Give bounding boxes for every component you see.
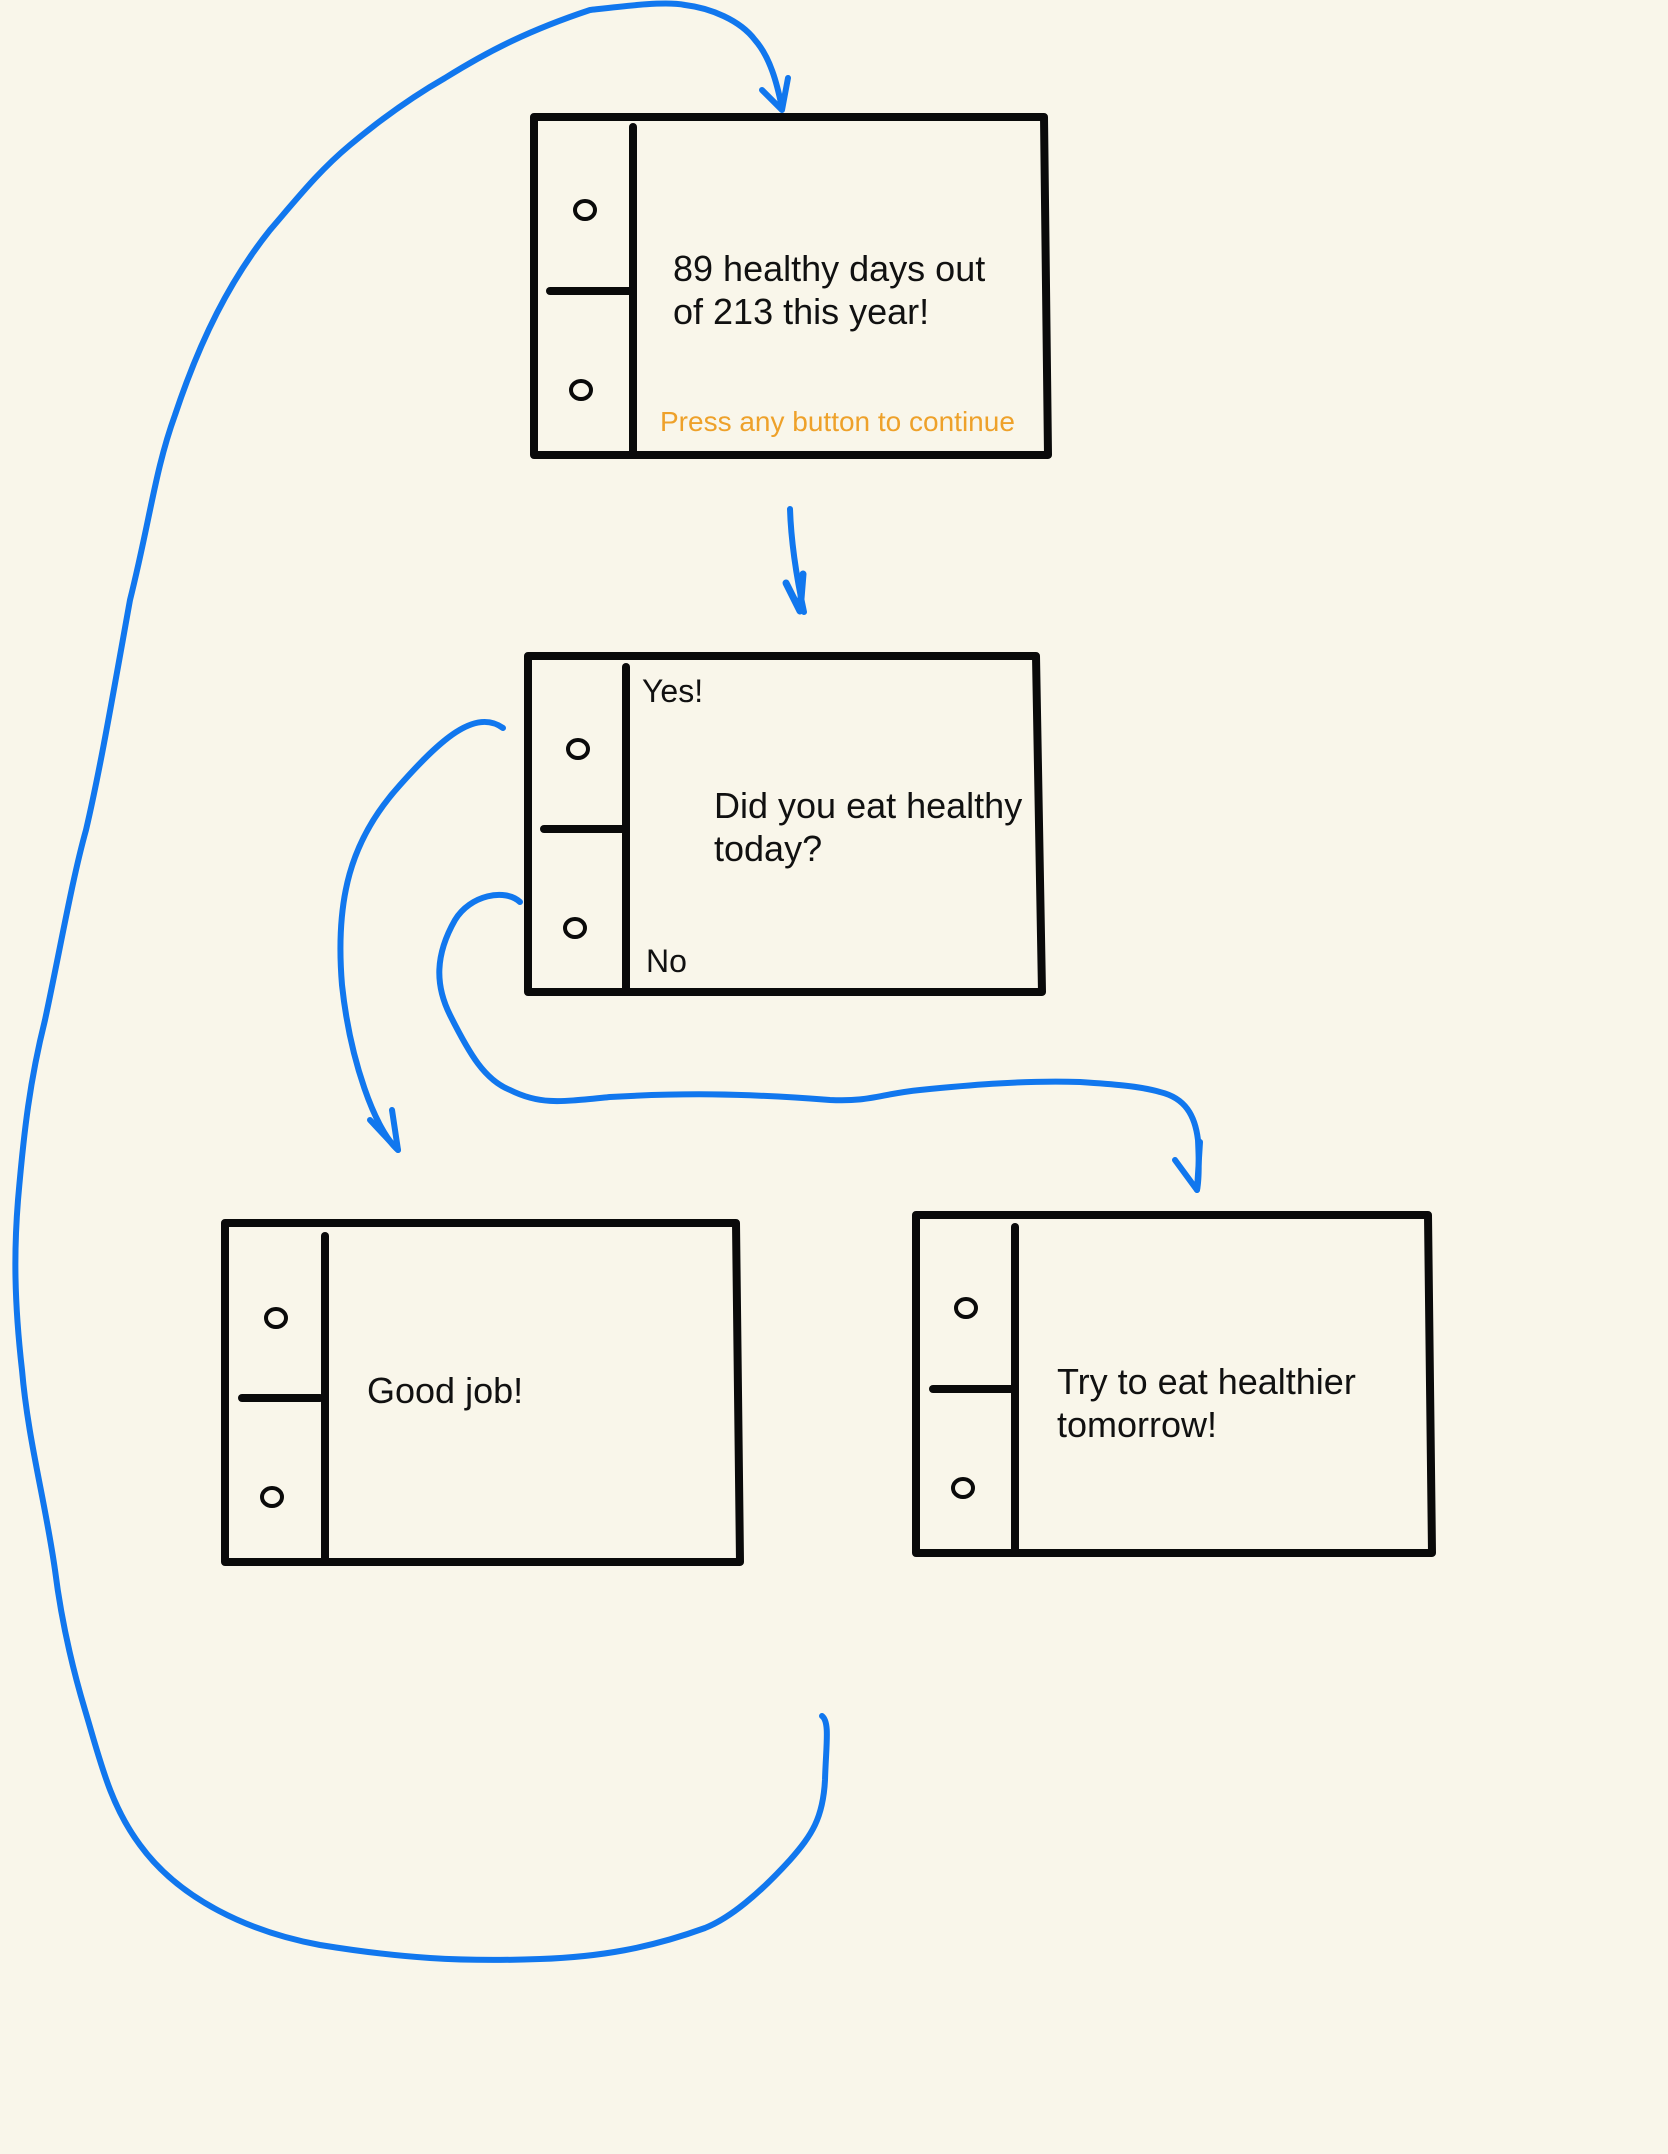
arrow-yes-to-good-job	[337, 719, 506, 1153]
continue-hint: Press any button to continue	[660, 406, 1015, 437]
bottom-button-circle-icon[interactable]	[260, 1486, 284, 1508]
top-button-circle-icon[interactable]	[264, 1307, 288, 1329]
try-healthier-text-line-2: tomorrow!	[1057, 1404, 1217, 1445]
screen-frame	[524, 652, 1046, 996]
screen-try-healthier: Try to eat healthier tomorrow!	[912, 1211, 1436, 1557]
screen-summary: 89 healthy days out of 213 this year! Pr…	[530, 113, 1052, 459]
screen-frame	[221, 1219, 744, 1566]
summary-text-line-1: 89 healthy days out	[673, 248, 985, 289]
screen-good-job: Good job!	[221, 1219, 744, 1566]
screen-frame	[530, 113, 1052, 459]
bottom-button-circle-icon[interactable]	[569, 379, 593, 401]
top-button-circle-icon[interactable]	[573, 199, 597, 221]
no-label: No	[646, 943, 687, 979]
no-button-circle-icon[interactable]	[563, 917, 587, 939]
top-button-circle-icon[interactable]	[954, 1297, 978, 1319]
arrow-loop-back-to-summary	[12, 0, 830, 1963]
summary-text-line-2: of 213 this year!	[673, 291, 929, 332]
screen-question: Yes! No Did you eat healthy today?	[524, 652, 1046, 996]
screen-frame	[912, 1211, 1436, 1557]
good-job-text: Good job!	[367, 1370, 523, 1411]
question-text-line-1: Did you eat healthy	[714, 785, 1022, 826]
yes-label: Yes!	[642, 673, 703, 709]
try-healthier-text-line-1: Try to eat healthier	[1057, 1361, 1356, 1402]
question-text-line-2: today?	[714, 828, 822, 869]
yes-button-circle-icon[interactable]	[566, 738, 590, 760]
bottom-button-circle-icon[interactable]	[951, 1477, 975, 1499]
arrow-summary-to-question	[782, 506, 807, 615]
arrow-no-to-try-healthier	[436, 891, 1203, 1193]
